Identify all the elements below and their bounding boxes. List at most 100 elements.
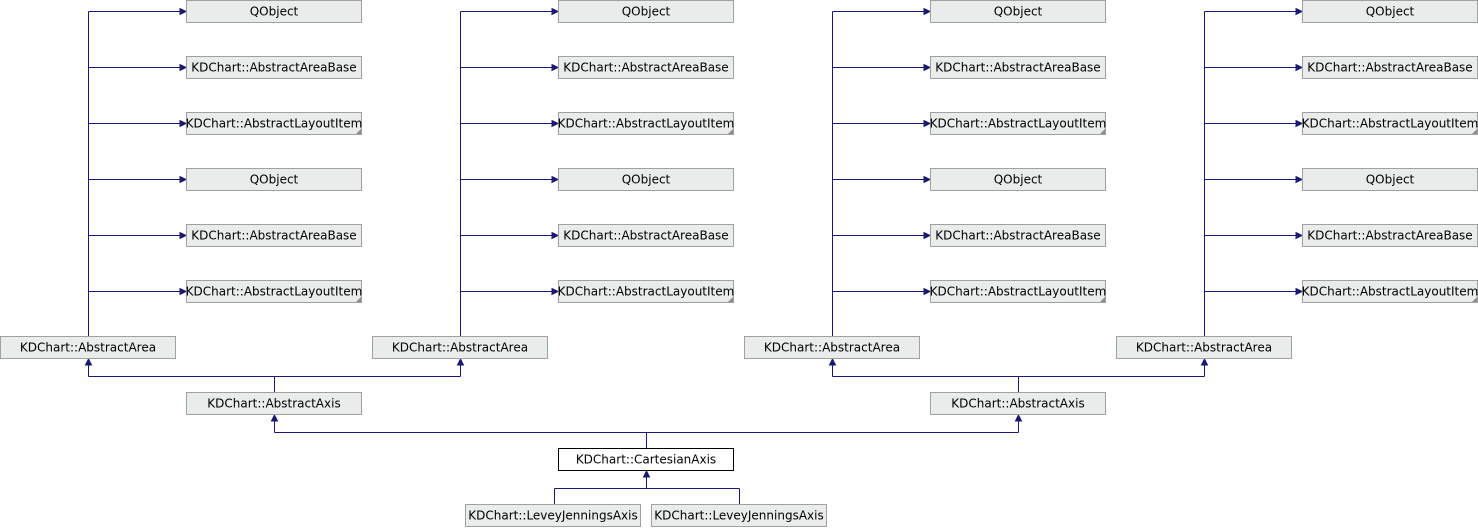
arrow-head [179, 7, 188, 16]
class-node-qobject[interactable]: QObject [186, 0, 362, 23]
arrow-head [923, 7, 932, 16]
class-box [930, 168, 1106, 191]
class-box [558, 112, 734, 135]
class-box [372, 336, 548, 359]
class-label: QObject [250, 173, 299, 187]
class-box [1116, 336, 1292, 359]
class-node-qobject[interactable]: QObject [558, 168, 734, 191]
class-box [186, 224, 362, 247]
class-label: KDChart::AbstractLayoutItem [558, 117, 735, 131]
class-box [558, 56, 734, 79]
arrow-head [179, 175, 188, 184]
arrow-head [1295, 7, 1304, 16]
class-node-qobject[interactable]: QObject [1302, 0, 1478, 23]
class-box [930, 280, 1106, 303]
class-label: QObject [994, 5, 1043, 19]
class-label: KDChart::AbstractLayoutItem [186, 117, 363, 131]
class-node-qobject[interactable]: QObject [930, 0, 1106, 23]
arrow-head [1295, 231, 1304, 240]
truncated-corner-marker [1472, 129, 1477, 134]
class-label: KDChart::AbstractAreaBase [563, 229, 728, 243]
class-label: QObject [622, 5, 671, 19]
class-node-qobject[interactable]: QObject [186, 168, 362, 191]
class-label: KDChart::AbstractLayoutItem [1302, 285, 1478, 299]
class-label: KDChart::AbstractAreaBase [191, 229, 356, 243]
class-node-levey-jennings-axis[interactable]: KDChart::LeveyJenningsAxis [465, 504, 641, 527]
class-node-layout-item[interactable]: KDChart::AbstractLayoutItem [1302, 112, 1478, 135]
class-node-area-base[interactable]: KDChart::AbstractAreaBase [930, 56, 1106, 79]
arrow-head [551, 7, 560, 16]
class-label: KDChart::AbstractLayoutItem [930, 117, 1107, 131]
class-node-area-base[interactable]: KDChart::AbstractAreaBase [930, 224, 1106, 247]
class-label: KDChart::AbstractAreaBase [935, 229, 1100, 243]
class-node-layout-item[interactable]: KDChart::AbstractLayoutItem [930, 112, 1107, 135]
class-label: KDChart::AbstractArea [20, 341, 156, 355]
class-label: KDChart::AbstractAreaBase [1307, 61, 1472, 75]
arrow-head [551, 231, 560, 240]
arrow-head [923, 119, 932, 128]
class-box [744, 336, 920, 359]
class-node-levey-jennings-axis[interactable]: KDChart::LeveyJenningsAxis [651, 504, 827, 527]
class-label: QObject [1366, 5, 1415, 19]
truncated-corner-marker [1100, 297, 1105, 302]
class-node-layout-item[interactable]: KDChart::AbstractLayoutItem [930, 280, 1107, 303]
class-box [558, 224, 734, 247]
class-label: KDChart::AbstractAreaBase [563, 61, 728, 75]
class-node-layout-item[interactable]: KDChart::AbstractLayoutItem [1302, 280, 1478, 303]
class-node-abstract-area[interactable]: KDChart::AbstractArea [1116, 336, 1292, 359]
class-node-area-base[interactable]: KDChart::AbstractAreaBase [1302, 56, 1478, 79]
class-node-layout-item[interactable]: KDChart::AbstractLayoutItem [558, 280, 735, 303]
class-box [930, 112, 1106, 135]
class-node-layout-item[interactable]: KDChart::AbstractLayoutItem [186, 112, 363, 135]
class-node-abstract-area[interactable]: KDChart::AbstractArea [744, 336, 920, 359]
arrow-head [456, 357, 465, 366]
class-label: KDChart::AbstractLayoutItem [930, 285, 1107, 299]
class-node-layout-item[interactable]: KDChart::AbstractLayoutItem [558, 112, 735, 135]
arrow-head [551, 119, 560, 128]
class-box [186, 0, 362, 23]
class-node-abstract-axis[interactable]: KDChart::AbstractAxis [930, 392, 1106, 415]
arrow-head [923, 63, 932, 72]
class-label: KDChart::CartesianAxis [576, 453, 716, 467]
class-node-area-base[interactable]: KDChart::AbstractAreaBase [186, 224, 362, 247]
class-label: KDChart::AbstractArea [764, 341, 900, 355]
class-label: QObject [994, 173, 1043, 187]
class-label: KDChart::AbstractAreaBase [935, 61, 1100, 75]
class-node-area-base[interactable]: KDChart::AbstractAreaBase [558, 56, 734, 79]
class-node-area-base[interactable]: KDChart::AbstractAreaBase [558, 224, 734, 247]
class-node-cartesian-axis[interactable]: KDChart::CartesianAxis [558, 448, 734, 471]
class-label: KDChart::AbstractLayoutItem [186, 285, 363, 299]
truncated-corner-marker [1472, 297, 1477, 302]
arrow-head [179, 231, 188, 240]
class-box [186, 56, 362, 79]
class-label: KDChart::AbstractAxis [207, 397, 340, 411]
class-node-abstract-area[interactable]: KDChart::AbstractArea [0, 336, 176, 359]
arrow-head [1295, 63, 1304, 72]
class-node-abstract-axis[interactable]: KDChart::AbstractAxis [186, 392, 362, 415]
class-box [930, 56, 1106, 79]
class-box [0, 336, 176, 359]
inheritance-edges [84, 7, 1304, 504]
class-label: QObject [622, 173, 671, 187]
class-node-qobject[interactable]: QObject [558, 0, 734, 23]
class-node-layout-item[interactable]: KDChart::AbstractLayoutItem [186, 280, 363, 303]
arrow-head [551, 287, 560, 296]
class-box [186, 392, 362, 415]
class-label: KDChart::AbstractAxis [951, 397, 1084, 411]
class-node-abstract-area[interactable]: KDChart::AbstractArea [372, 336, 548, 359]
class-node-area-base[interactable]: KDChart::AbstractAreaBase [186, 56, 362, 79]
class-node-qobject[interactable]: QObject [930, 168, 1106, 191]
arrow-head [923, 175, 932, 184]
class-label: KDChart::LeveyJenningsAxis [468, 509, 637, 523]
class-node-qobject[interactable]: QObject [1302, 168, 1478, 191]
class-label: KDChart::AbstractAreaBase [1307, 229, 1472, 243]
class-box [186, 168, 362, 191]
arrow-head [1295, 287, 1304, 296]
class-node-area-base[interactable]: KDChart::AbstractAreaBase [1302, 224, 1478, 247]
arrow-head [551, 63, 560, 72]
arrow-head [179, 119, 188, 128]
class-box [558, 448, 734, 471]
class-label: KDChart::AbstractArea [392, 341, 528, 355]
class-box [465, 504, 641, 527]
class-label: KDChart::AbstractAreaBase [191, 61, 356, 75]
